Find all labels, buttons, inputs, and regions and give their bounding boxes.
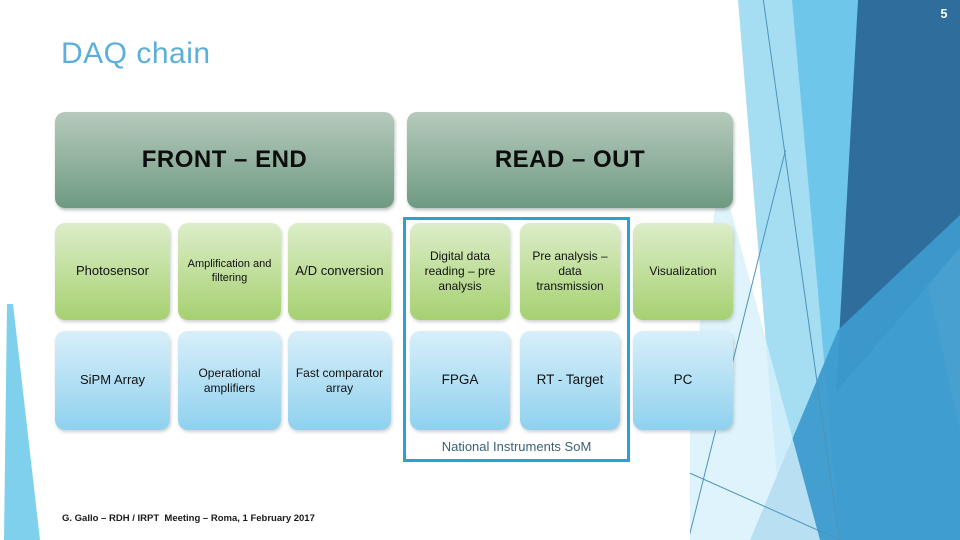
box-digital-data-reading: Digital data reading – pre analysis [410, 223, 510, 320]
box-pc: PC [633, 331, 733, 430]
page-number: 5 [940, 7, 948, 21]
read-out-header: READ – OUT [407, 112, 733, 208]
box-visualization: Visualization [633, 223, 733, 320]
facet-line [690, 470, 885, 540]
box-fpga: FPGA [410, 331, 510, 430]
box-photosensor: Photosensor [55, 223, 170, 320]
box-pre-analysis-transmission: Pre analysis – data transmission [520, 223, 620, 320]
box-amplification-filtering: Amplification and filtering [178, 223, 281, 320]
page-title: DAQ chain [61, 37, 211, 70]
box-ad-conversion: A/D conversion [288, 223, 391, 320]
box-fast-comparator-array: Fast comparator array [288, 331, 391, 430]
box-operational-amplifiers: Operational amplifiers [178, 331, 281, 430]
ni-som-label: National Instruments SoM [441, 439, 592, 454]
facet-line [762, 0, 841, 540]
corner-wedge-decoration [4, 304, 40, 540]
footer-credits: G. Gallo – RDH / IRPT Meeting – Roma, 1 … [62, 513, 315, 524]
box-sipm-array: SiPM Array [55, 331, 170, 430]
front-end-header: FRONT – END [55, 112, 394, 208]
box-rt-target: RT - Target [520, 331, 620, 430]
ni-som-highlight-box: National Instruments SoM [403, 217, 630, 462]
